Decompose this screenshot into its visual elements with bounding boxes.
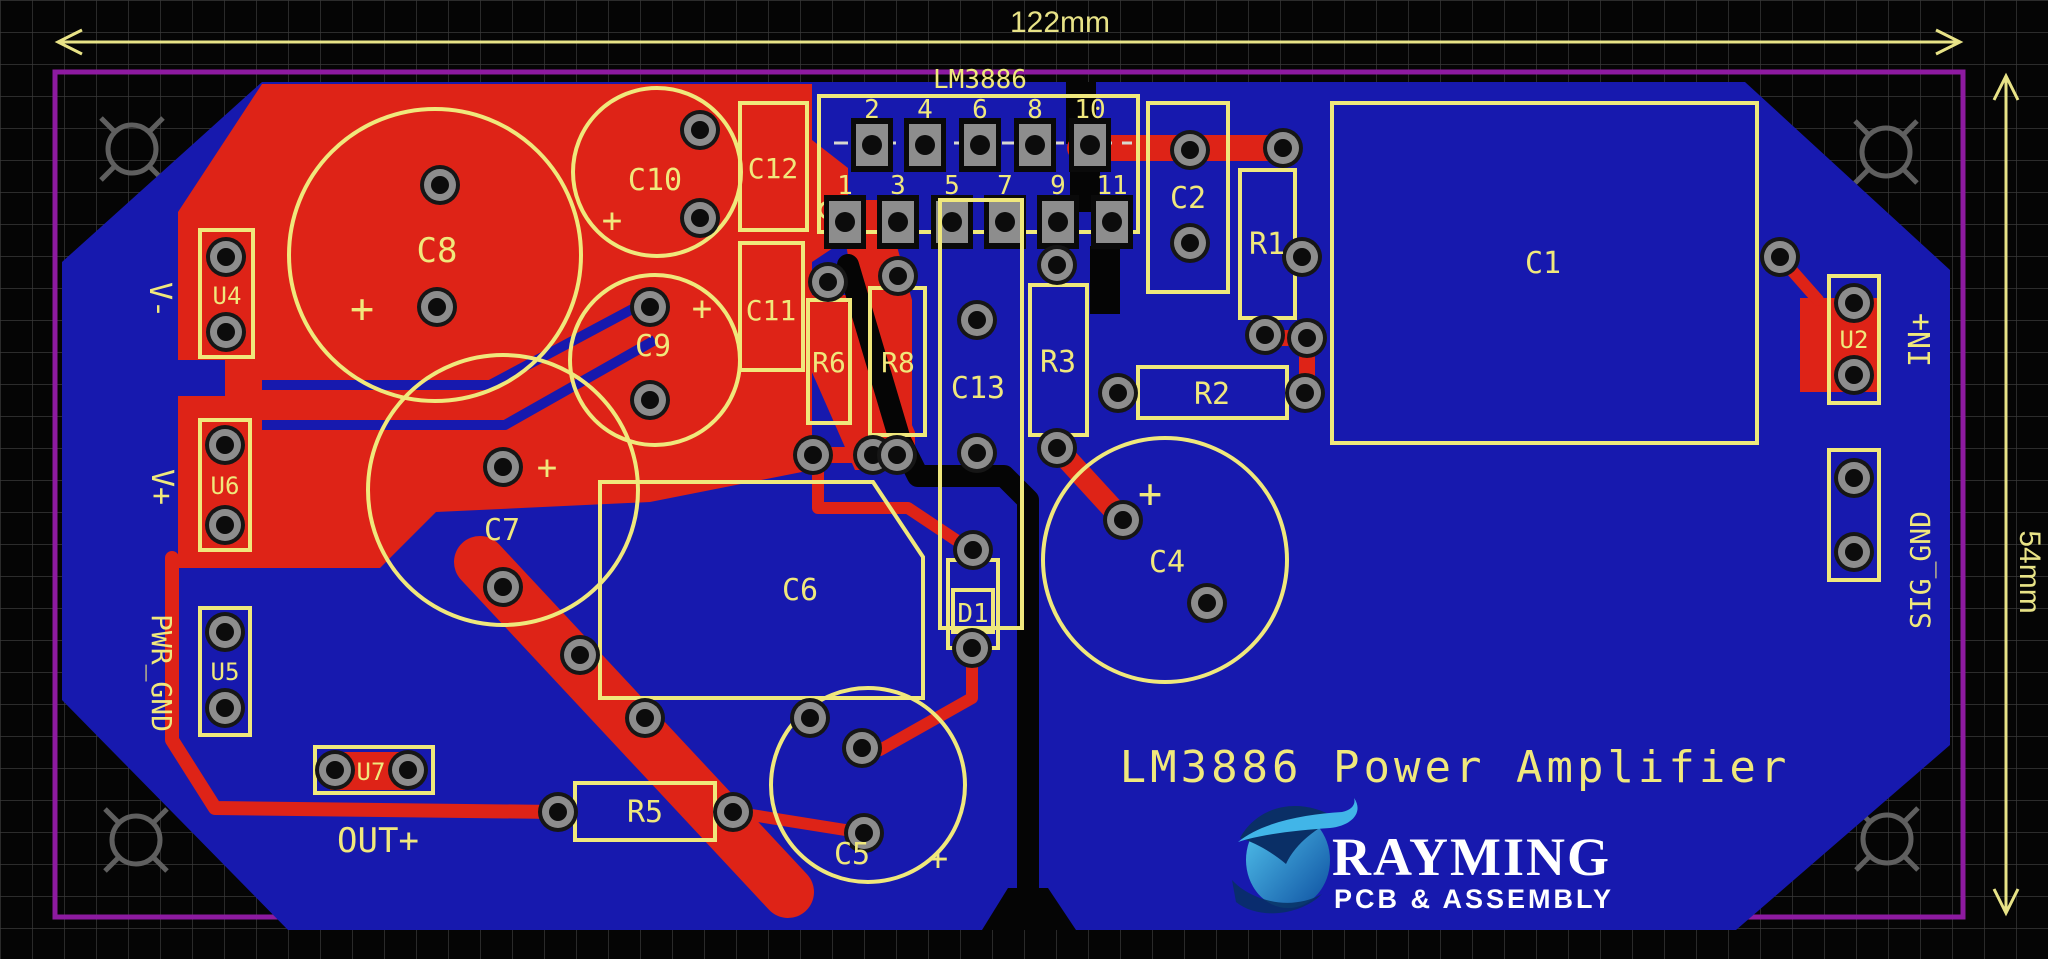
label-r2: R2: [1194, 377, 1230, 412]
pin-label: 3: [890, 171, 906, 201]
label-v-plus: V+: [144, 469, 179, 505]
copper-pour-main: [178, 84, 848, 568]
label-c1: C1: [1525, 246, 1561, 281]
label-c4: C4: [1149, 545, 1185, 580]
pin-label: 7: [997, 171, 1013, 201]
pin-label: 4: [917, 95, 933, 125]
negative-traces: [170, 300, 658, 430]
dimension-width-arrow: [54, 28, 1964, 56]
pin-label: 9: [1050, 171, 1066, 201]
outline-sig-gnd-conn: [1827, 448, 1881, 582]
label-r3: R3: [1040, 345, 1076, 380]
pin-label: 1: [837, 171, 853, 201]
label-r5: R5: [627, 795, 663, 830]
plus-mark-c9: +: [692, 289, 712, 329]
plus-mark-c5: +: [928, 839, 948, 879]
label-in-plus: IN+: [1903, 313, 1938, 367]
outline-c5: [769, 686, 967, 884]
label-u7: U7: [357, 758, 386, 786]
dimension-width-label: 122mm: [1010, 6, 1110, 39]
label-u4: U4: [213, 282, 242, 310]
outline-u5: [198, 606, 252, 737]
outline-c7: [366, 353, 640, 627]
outline-u6: [198, 418, 252, 552]
logo-tagline-text: PCB & ASSEMBLY: [1334, 884, 1614, 914]
plus-mark-c8: +: [350, 286, 374, 332]
pin-label: 5: [944, 171, 960, 201]
net-labels: V- V+ PWR_GND OUT+ IN+ SIG_GND: [142, 282, 1938, 861]
plus-mark-c10: +: [602, 201, 622, 241]
outline-c1: [1330, 101, 1759, 445]
plus-mark-c7: +: [537, 448, 557, 488]
ic-pin-numbers: 2 4 6 8 10 1 3 5 7 9 11: [837, 95, 1127, 201]
label-c12: C12: [748, 152, 799, 185]
board-title: LM3886 Power Amplifier: [1120, 742, 1791, 793]
label-c13: C13: [951, 371, 1005, 406]
label-c8: C8: [417, 231, 458, 271]
logo: RAYMING PCB & ASSEMBLY: [1232, 798, 1614, 914]
label-d1: D1: [957, 599, 988, 629]
silkscreen-outlines: [198, 86, 1881, 884]
label-c10: C10: [628, 163, 682, 198]
pin-label: 11: [1096, 171, 1127, 201]
label-v-minus: V-: [142, 282, 177, 318]
polarity-markers: + + + + + +: [350, 201, 1162, 879]
outline-c11: [738, 241, 805, 372]
label-sig-gnd: SIG_GND: [1904, 511, 1938, 629]
pin-label: 8: [1027, 95, 1043, 125]
pin-label: 6: [972, 95, 988, 125]
outline-u4: [198, 228, 255, 359]
dimension-height-arrow: [1992, 72, 2020, 917]
plus-mark-c4: +: [1138, 471, 1162, 517]
label-out-plus: OUT+: [337, 821, 419, 861]
pin-label: 10: [1074, 95, 1105, 125]
logo-brand-text: RAYMING: [1332, 827, 1611, 887]
outline-u2: [1827, 274, 1881, 405]
ic-name-label: LM3886: [933, 65, 1027, 95]
logo-droplet-icon: [1232, 798, 1358, 914]
reference-designators: C8 C10 C9 C12 C11 C7 C6 C13 R6 R8 R3 C2 …: [211, 152, 1869, 872]
label-r6: R6: [812, 346, 846, 379]
dimension-height-label: 54mm: [2013, 530, 2046, 613]
outline-c8: [287, 107, 583, 403]
outline-c2: [1146, 101, 1230, 294]
label-u6: U6: [211, 472, 240, 500]
label-c2: C2: [1170, 181, 1206, 216]
label-pwr-gnd: PWR_GND: [144, 614, 178, 732]
ic-outline: [817, 94, 1140, 234]
outline-c13: [938, 198, 1024, 630]
label-u2: U2: [1840, 326, 1869, 354]
label-c5: C5: [834, 837, 870, 872]
label-u5: U5: [211, 658, 240, 686]
label-r1: R1: [1249, 227, 1285, 262]
label-c6: C6: [782, 573, 818, 608]
label-c11: C11: [746, 294, 797, 327]
label-c7: C7: [484, 513, 520, 548]
label-c9: C9: [635, 329, 671, 364]
outline-c12: [738, 101, 809, 232]
ic-lm3886: LM3886 2 4 6 8 10 1 3 5 7 9 11: [817, 65, 1140, 249]
outline-c4: [1041, 436, 1289, 684]
pin-label: 2: [864, 95, 880, 125]
label-r8: R8: [881, 346, 915, 379]
outline-c6: [598, 480, 925, 700]
